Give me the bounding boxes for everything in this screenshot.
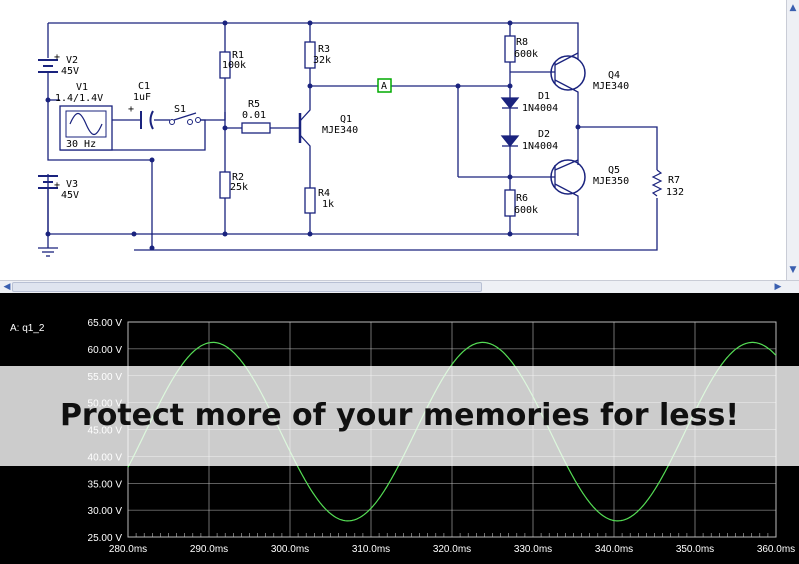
r8-value: 600k (514, 49, 538, 60)
v1-value: 1.4/1.4V (55, 93, 103, 104)
q5-value: MJE350 (593, 176, 629, 187)
battery-symbol-v3 (38, 175, 58, 189)
c1-plus: + (128, 104, 134, 115)
horizontal-scroll-thumb[interactable] (12, 282, 482, 292)
v2-name: V2 (66, 55, 78, 66)
s1-name: S1 (174, 104, 186, 115)
q4-name: Q4 (608, 70, 620, 81)
r3-value: 32k (313, 55, 331, 66)
x-tick-label: 310.0ms (352, 544, 390, 555)
resistor-r1 (219, 51, 231, 79)
vertical-scrollbar[interactable]: ▲ ▼ (786, 0, 799, 280)
resistor-r6 (504, 189, 516, 217)
transistor-q4 (550, 55, 586, 91)
switch-symbol (169, 112, 201, 125)
x-tick-label: 340.0ms (595, 544, 633, 555)
r7-value: 132 (666, 187, 684, 198)
r8-name: R8 (516, 37, 528, 48)
x-tick-label: 350.0ms (676, 544, 714, 555)
q1-value: MJE340 (322, 125, 358, 136)
watermark-text: Protect more of your memories for less! (59, 398, 740, 433)
resistor-r3 (304, 41, 316, 69)
schematic-canvas[interactable]: A + V2 45V + V3 45V V1 1.4/1.4V 30 Hz C1… (0, 0, 799, 280)
series-line-q1-2 (127, 341, 777, 522)
x-tick-label: 290.0ms (190, 544, 228, 555)
r5-name: R5 (248, 99, 260, 110)
sine-source-icon (59, 105, 113, 151)
v2-plus: + (54, 52, 60, 63)
v1-name: V1 (76, 82, 88, 93)
battery-symbol-v2 (38, 59, 58, 73)
x-tick-label: 330.0ms (514, 544, 552, 555)
v3-plus: + (54, 180, 60, 191)
y-tick-label: 35.00 V (88, 479, 123, 490)
scroll-up-icon[interactable]: ▲ (789, 3, 797, 13)
x-tick-label: 360.0ms (757, 544, 795, 555)
d2-name: D2 (538, 129, 550, 140)
node-a-label: A (381, 81, 387, 92)
scroll-down-icon[interactable]: ▼ (789, 265, 797, 275)
r6-value: 600k (514, 205, 538, 216)
v3-name: V3 (66, 179, 78, 190)
ground-icon (38, 247, 58, 257)
c1-name: C1 (138, 81, 150, 92)
c1-value: 1uF (133, 92, 151, 103)
y-tick-label: 60.00 V (88, 345, 123, 356)
d1-value: 1N4004 (522, 103, 558, 114)
r1-name: R1 (232, 50, 244, 61)
r3-name: R3 (318, 44, 330, 55)
y-tick-label: 25.00 V (88, 533, 123, 544)
x-tick-label: 280.0ms (109, 544, 147, 555)
y-tick-label: 65.00 V (88, 318, 123, 329)
resistor-r4 (304, 187, 316, 214)
r5-value: 0.01 (242, 110, 266, 121)
q4-value: MJE340 (593, 81, 629, 92)
r7-name: R7 (668, 175, 680, 186)
d1-name: D1 (538, 91, 550, 102)
node-a-marker[interactable] (377, 78, 392, 93)
capacitor-symbol (140, 110, 154, 130)
x-tick-label: 300.0ms (271, 544, 309, 555)
horizontal-scrollbar[interactable]: ◀ ▶ (0, 280, 799, 293)
series-label: A: q1_2 (10, 323, 45, 334)
r2-value: 25k (230, 182, 248, 193)
v2-value: 45V (61, 66, 79, 77)
r2-name: R2 (232, 172, 244, 183)
x-tick-label: 320.0ms (433, 544, 471, 555)
scroll-right-icon[interactable]: ▶ (774, 282, 782, 292)
q5-name: Q5 (608, 165, 620, 176)
v1-freq: 30 Hz (66, 139, 96, 150)
resistor-r7 (651, 169, 663, 197)
circuit-diagram[interactable]: A + V2 45V + V3 45V V1 1.4/1.4V 30 Hz C1… (0, 0, 786, 280)
transistor-q5 (550, 159, 586, 195)
r1-value: 100k (222, 60, 246, 71)
d2-value: 1N4004 (522, 141, 558, 152)
wires (47, 22, 658, 251)
q1-name: Q1 (340, 114, 352, 125)
junction-dots (45, 20, 581, 251)
scroll-left-icon[interactable]: ◀ (3, 282, 11, 292)
y-tick-label: 30.00 V (88, 506, 123, 517)
r4-value: 1k (322, 199, 334, 210)
resistor-r5 (241, 122, 271, 134)
diode-d2 (500, 135, 520, 148)
r6-name: R6 (516, 193, 528, 204)
v3-value: 45V (61, 190, 79, 201)
watermark-banner: Protect more of your memories for less! (0, 366, 799, 466)
diode-d1 (500, 97, 520, 110)
resistor-r8 (504, 35, 516, 63)
r4-name: R4 (318, 188, 330, 199)
resistor-r2 (219, 171, 231, 199)
